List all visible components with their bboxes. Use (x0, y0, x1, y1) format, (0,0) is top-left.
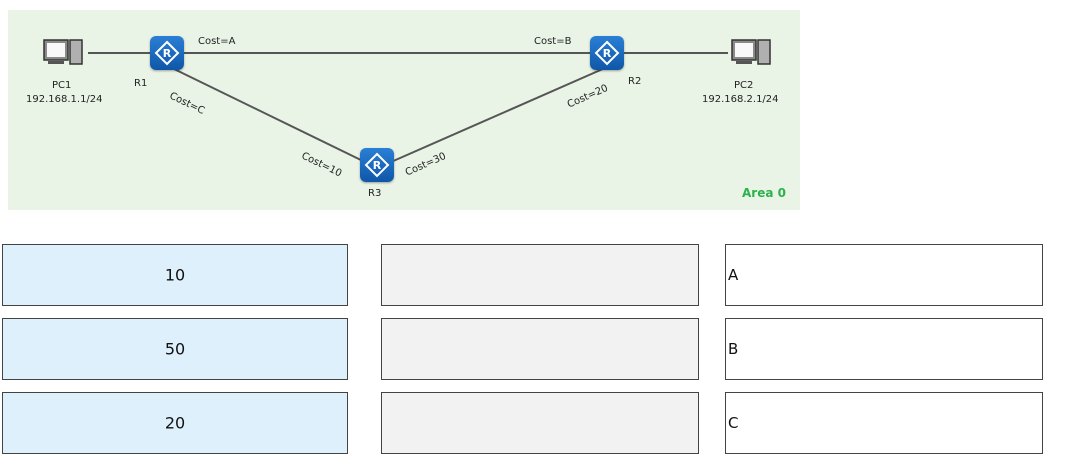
r1-router-icon: R (150, 36, 184, 70)
ospf-topology-area: PC1 192.168.1.1/24 R R1 R R2 R R3 PC2 19… (8, 10, 800, 210)
cost-label-a: Cost=A (198, 36, 236, 47)
target-label: B (728, 340, 739, 358)
drop-slot-3[interactable] (381, 392, 699, 454)
target-box-c: C (725, 392, 1043, 454)
option-box-3[interactable]: 20 (2, 392, 348, 454)
svg-text:R: R (373, 159, 382, 172)
link-r1-r3 (171, 67, 366, 163)
drop-slot-2[interactable] (381, 318, 699, 380)
target-label: C (728, 414, 739, 432)
pc1-label: PC1 (52, 80, 72, 91)
link-r2-r3 (390, 67, 606, 163)
r3-label: R3 (368, 188, 382, 199)
target-label: A (728, 266, 739, 284)
svg-text:R: R (163, 47, 172, 60)
target-box-b: B (725, 318, 1043, 380)
r3-router-icon: R (360, 148, 394, 182)
svg-text:R: R (603, 47, 612, 60)
option-value: 10 (164, 265, 186, 285)
option-value: 20 (164, 413, 186, 433)
topology-links (88, 52, 728, 163)
option-box-1[interactable]: 10 (2, 244, 348, 306)
r1-label: R1 (134, 78, 148, 89)
area-label: Area 0 (742, 186, 786, 200)
option-value: 50 (164, 339, 186, 359)
option-box-2[interactable]: 50 (2, 318, 348, 380)
pc1-ip: 192.168.1.1/24 (26, 94, 103, 105)
cost-label-b: Cost=B (534, 36, 572, 47)
target-box-a: A (725, 244, 1043, 306)
r2-router-icon: R (590, 36, 624, 70)
pc2-label: PC2 (734, 80, 754, 91)
pc2-ip: 192.168.2.1/24 (702, 94, 779, 105)
drop-slot-1[interactable] (381, 244, 699, 306)
r2-label: R2 (628, 76, 642, 87)
